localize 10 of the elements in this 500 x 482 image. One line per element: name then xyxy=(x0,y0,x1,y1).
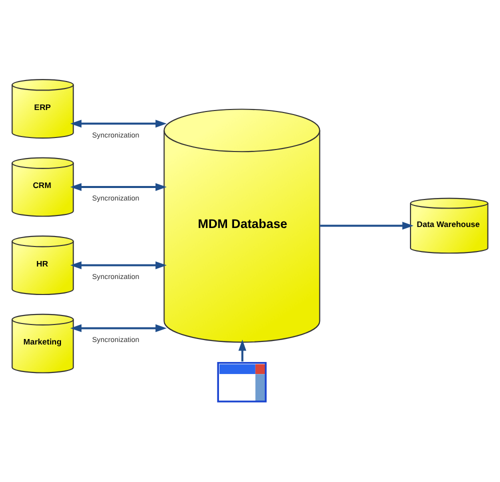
arrow xyxy=(238,340,246,362)
edge-label: Syncronization xyxy=(92,272,140,281)
arrow xyxy=(70,261,167,270)
edge-label: Syncronization xyxy=(92,130,140,140)
arrow xyxy=(70,183,167,191)
arrow xyxy=(70,324,167,332)
arrow xyxy=(320,222,414,230)
edge-label: Syncronization xyxy=(92,194,140,203)
arrow xyxy=(70,120,167,128)
edge-label: Syncronization xyxy=(92,334,140,344)
